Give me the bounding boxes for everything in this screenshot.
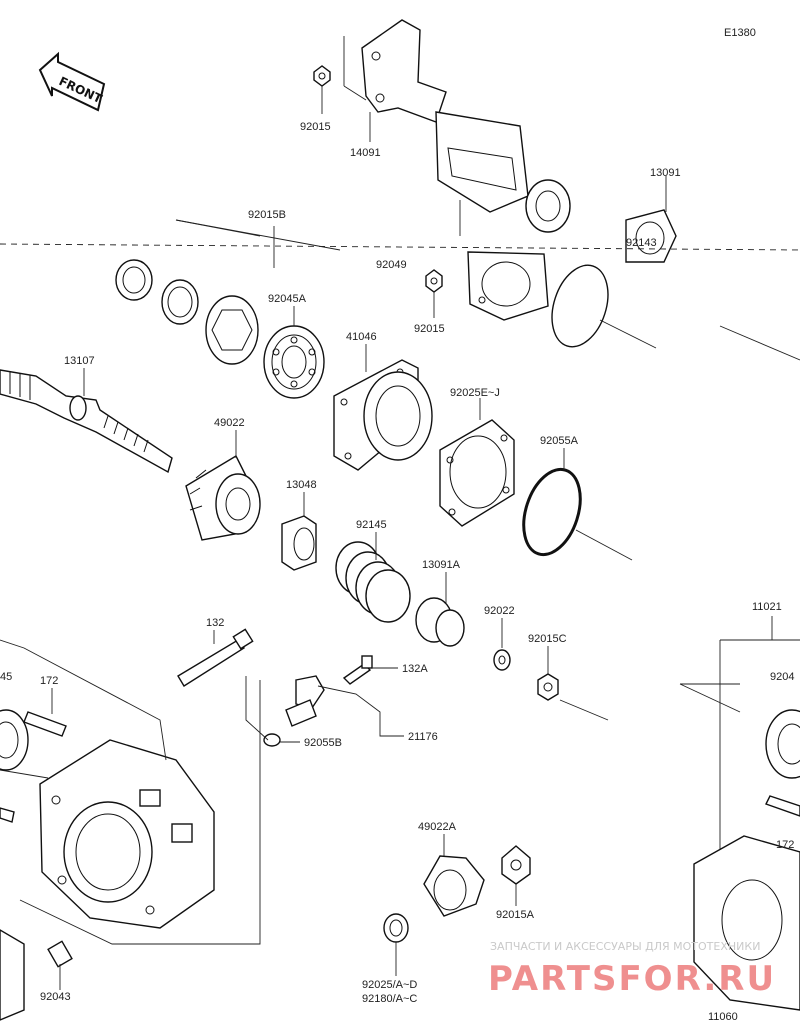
label-132A: 132A	[402, 663, 428, 675]
flange-housing	[467, 251, 549, 321]
label-92015C: 92015C	[528, 633, 567, 645]
stud-left-lower	[0, 807, 15, 823]
label-92055B: 92055B	[304, 737, 342, 749]
label-11060: 11060	[708, 1011, 738, 1023]
label-92049-cut: 92049	[376, 259, 407, 271]
flange-13091	[625, 209, 677, 263]
bolt-132A	[342, 655, 373, 685]
gasket-lower-left	[0, 929, 25, 1021]
label-21176: 21176	[408, 731, 438, 743]
collar-13048	[281, 515, 317, 571]
gear-49022A	[423, 855, 485, 917]
shaft-13107	[0, 369, 173, 474]
label-92145: 92145	[356, 519, 387, 531]
bearing-right-partial	[765, 709, 800, 779]
bearing-92045A	[263, 325, 325, 399]
front-arrow-icon	[38, 51, 106, 112]
bracket-14091	[361, 19, 447, 123]
spring-92145	[335, 541, 411, 623]
nut-92015-top	[313, 65, 331, 87]
label-14091: 14091	[350, 147, 381, 159]
gasket-11060	[693, 835, 800, 1011]
label-92045A: 92045A	[268, 293, 307, 305]
label-92015A: 92015A	[496, 909, 535, 921]
housing-41046	[333, 359, 433, 471]
stud-172	[23, 711, 67, 737]
bevel-gear-49022	[185, 455, 261, 541]
label-13048: 13048	[286, 479, 317, 491]
dowel-92043	[47, 940, 73, 968]
seal-92049	[525, 179, 571, 233]
watermark-brand: PARTSFOR.RU	[488, 959, 776, 999]
ring-92015B	[161, 279, 199, 325]
label-172-cut: 172	[776, 839, 794, 851]
o-ring-upper	[551, 264, 609, 348]
clipped-section-row	[0, 219, 800, 251]
label-92180AC: 92180/A~C	[362, 993, 417, 1005]
watermark-tagline: ЗАПЧАСТИ И АКСЕССУАРЫ ДЛЯ МОТОТЕХНИКИ	[490, 940, 760, 953]
diagram-code: E1380	[724, 27, 756, 39]
label-45-cut: 45	[0, 671, 12, 683]
label-92015-mid: 92015	[414, 323, 445, 335]
label-13107: 13107	[64, 355, 95, 367]
nut-92015A	[501, 845, 531, 885]
washer-left	[115, 259, 153, 301]
bolt-132	[177, 628, 254, 687]
hub-13091A	[415, 597, 465, 647]
bearing-left-partial	[0, 709, 29, 771]
washer-92025	[383, 913, 409, 943]
label-13091: 13091	[650, 167, 681, 179]
label-92043: 92043	[40, 991, 71, 1003]
label-92055A: 92055A	[540, 435, 579, 447]
label-172: 172	[40, 675, 58, 687]
gasket-92025EJ	[439, 419, 515, 527]
label-92025EJ: 92025E~J	[450, 387, 500, 399]
sensor-21176	[263, 675, 325, 747]
label-92015-top: 92015	[300, 121, 331, 133]
washer-92022	[493, 649, 511, 671]
label-132: 132	[206, 617, 224, 629]
label-92204-cut: 9204	[770, 671, 794, 683]
nut-92015-mid	[425, 269, 443, 293]
o-ring-92055A	[522, 467, 582, 557]
label-49022A: 49022A	[418, 821, 457, 833]
label-49022: 49022	[214, 417, 245, 429]
seal-hex	[205, 295, 259, 365]
label-92025AD: 92025/A~D	[362, 979, 417, 991]
label-41046: 41046	[346, 331, 377, 343]
label-92143-cut: 92143	[626, 237, 657, 249]
label-92022: 92022	[484, 605, 515, 617]
gearcase-housing	[39, 739, 215, 929]
label-13091A: 13091A	[422, 559, 461, 571]
label-92015B: 92015B	[248, 209, 286, 221]
cover-13091	[435, 111, 529, 213]
stud-right	[765, 795, 800, 817]
nut-92015C	[537, 673, 559, 701]
label-11021: 11021	[752, 601, 782, 613]
